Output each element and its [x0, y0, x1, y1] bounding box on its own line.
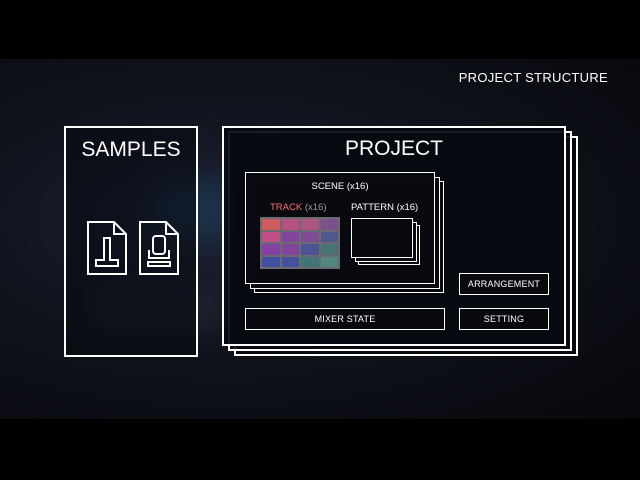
track-grid-cell [281, 231, 299, 242]
project-title: PROJECT [344, 137, 443, 160]
track-label: TRACK (x16) [270, 202, 327, 213]
track-grid-cell [301, 219, 319, 230]
track-multiplier: (x16) [304, 202, 327, 213]
pattern-label: PATTERN (x16) [351, 202, 419, 213]
scene-label: SCENE (x16) [311, 181, 369, 192]
track-grid-cell [281, 256, 299, 267]
track-grid-cell [301, 244, 319, 255]
track-grid-cell [262, 231, 280, 242]
pattern-sheet [351, 218, 413, 258]
instrument-file-icon [139, 221, 179, 275]
video-frame: PROJECT STRUCTURE SAMPLES PROJECT SCENE … [0, 59, 640, 419]
track-label-text: TRACK [270, 202, 303, 213]
scene-box: SCENE (x16) TRACK (x16) PATTERN (x16) [245, 172, 435, 284]
track-grid-cell [320, 244, 338, 255]
track-grid-cell [262, 256, 280, 267]
track-grid-cell [262, 244, 280, 255]
samples-box: SAMPLES [64, 126, 198, 357]
track-grid-cell [301, 256, 319, 267]
track-grid-cell [320, 256, 338, 267]
samples-title: SAMPLES [81, 138, 181, 161]
track-grid [260, 217, 340, 269]
audio-file-icon [87, 221, 127, 275]
track-grid-cell [301, 231, 319, 242]
setting-box: SETTING [459, 308, 549, 330]
mixer-state-box: MIXER STATE [245, 308, 445, 330]
track-grid-cell [281, 219, 299, 230]
track-grid-cell [320, 231, 338, 242]
diagram-title: PROJECT STRUCTURE [458, 70, 608, 85]
track-grid-cell [320, 219, 338, 230]
track-grid-cell [262, 219, 280, 230]
track-grid-cell [281, 244, 299, 255]
arrangement-box: ARRANGEMENT [459, 273, 549, 295]
